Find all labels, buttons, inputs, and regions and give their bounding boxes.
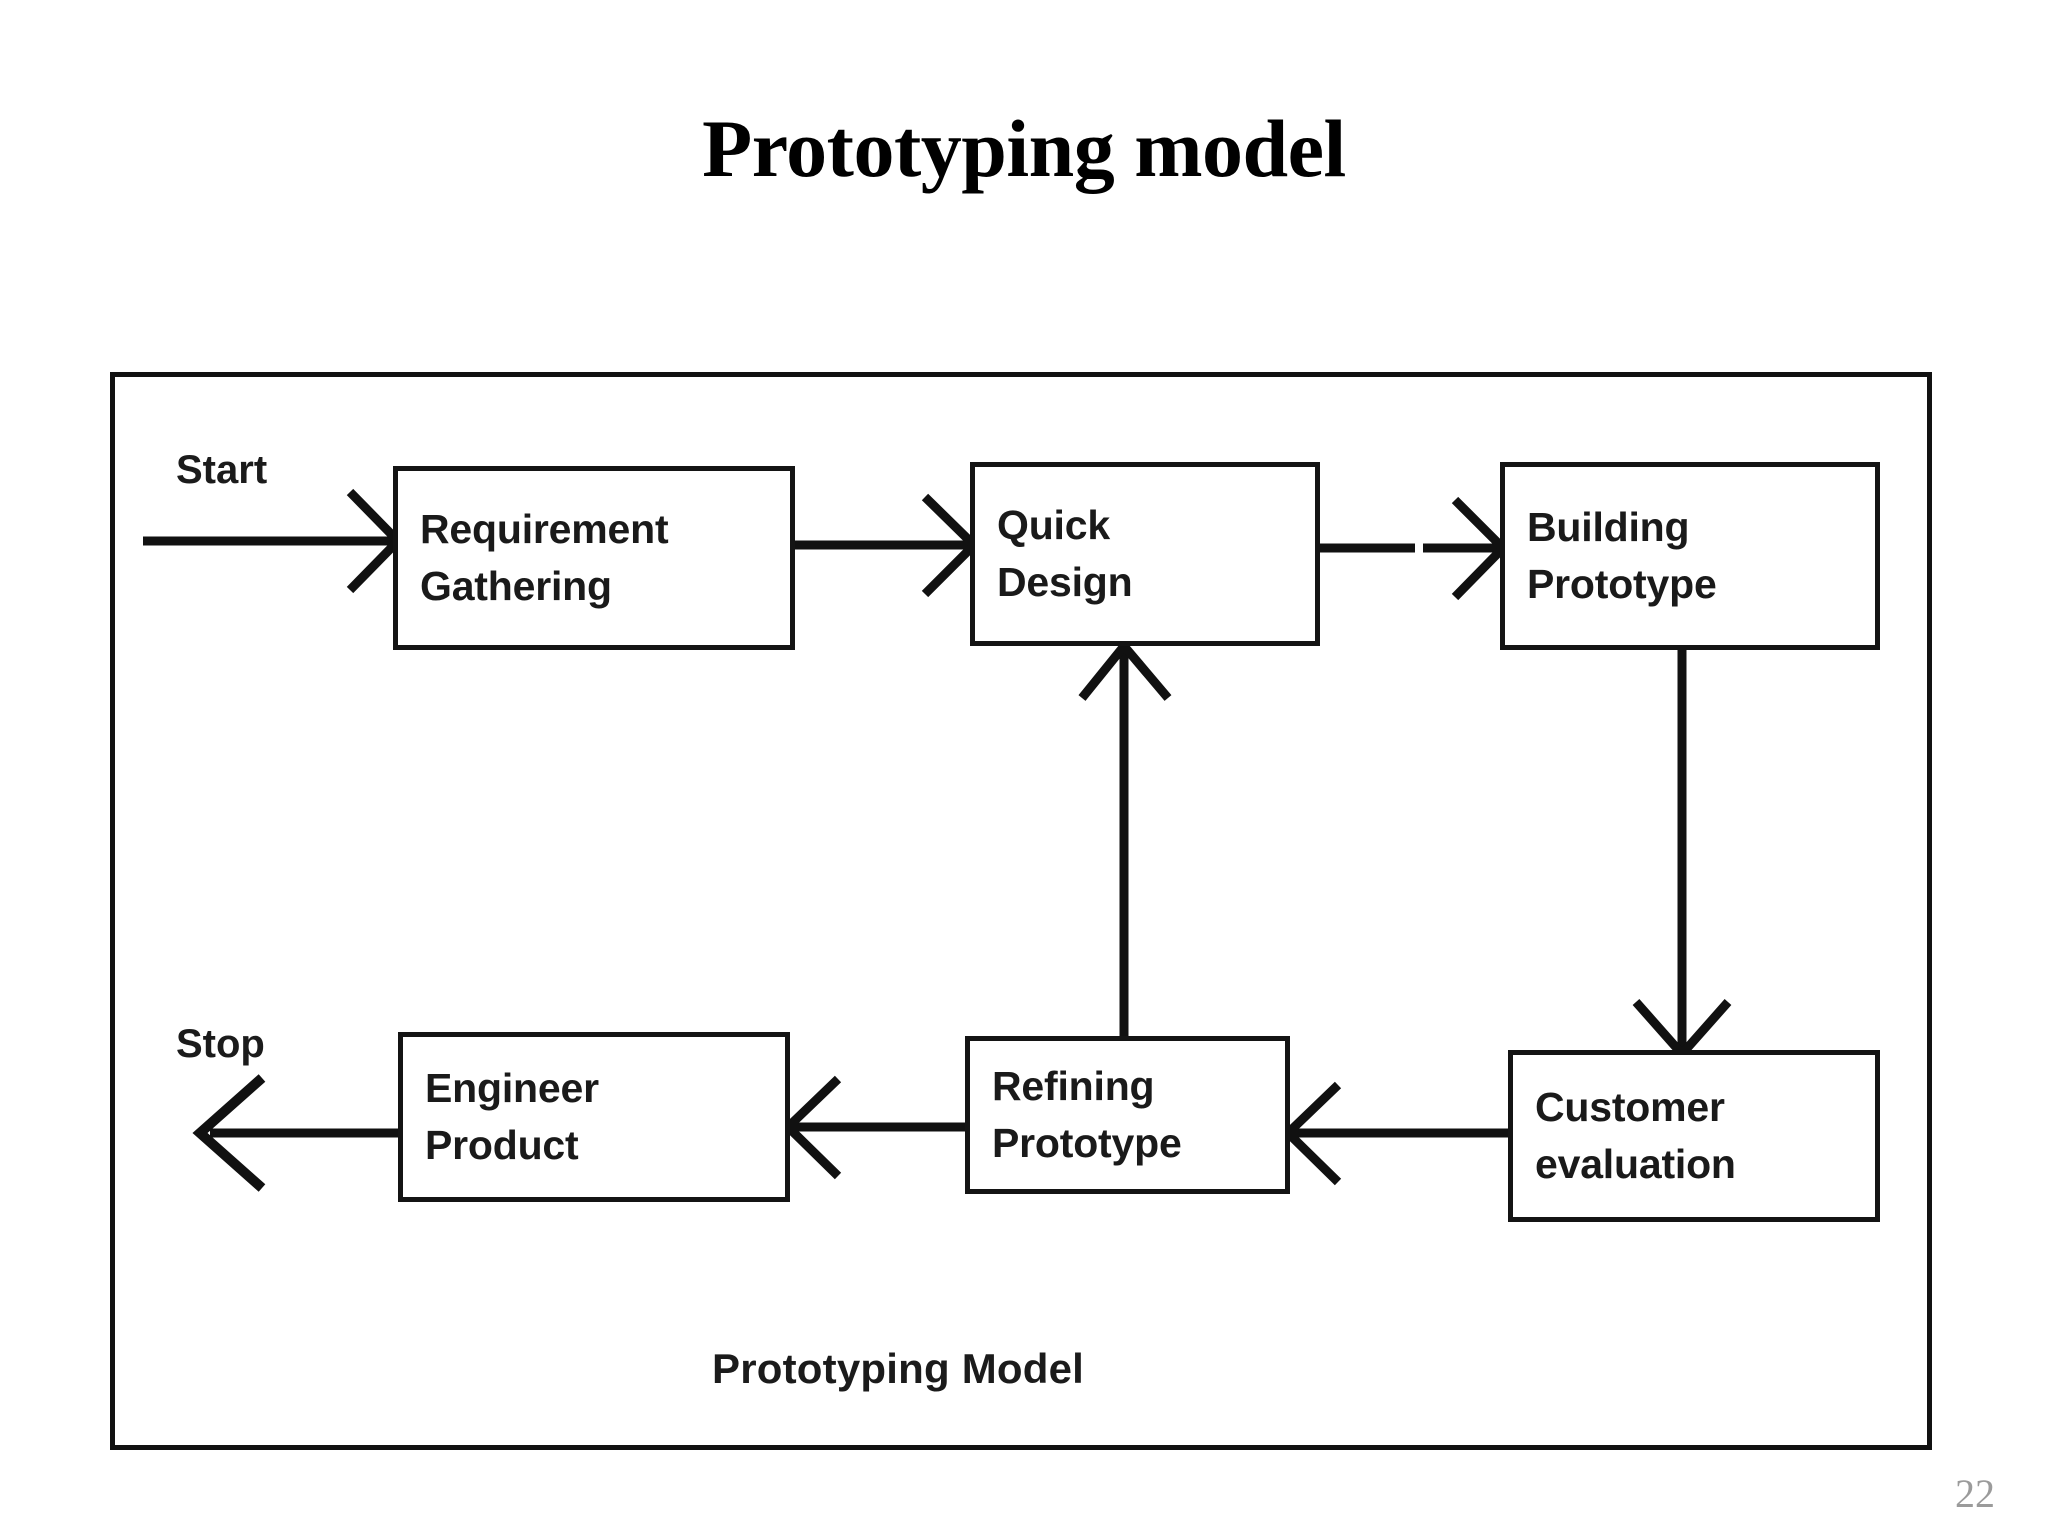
process-box-engineer-product[interactable]: Engineer Product [398, 1032, 790, 1202]
box-line-2: Design [997, 559, 1133, 605]
page-number: 22 [1955, 1471, 1995, 1516]
box-line-2: Prototype [992, 1120, 1182, 1166]
process-box-refining-prototype[interactable]: Refining Prototype [965, 1036, 1290, 1194]
box-line-1: Refining [992, 1063, 1155, 1110]
box-line-1: Quick [997, 502, 1110, 549]
page-title: Prototyping model [702, 103, 1346, 194]
process-box-quick-design[interactable]: Quick Design [970, 462, 1320, 646]
box-line-1: Requirement [420, 506, 669, 553]
process-box-customer-evaluation[interactable]: Customer evaluation [1508, 1050, 1880, 1222]
box-line-1: Customer [1535, 1084, 1725, 1131]
box-line-2: Prototype [1527, 561, 1717, 607]
diagram-caption: Prototyping Model [712, 1345, 1085, 1392]
start-label: Start [176, 448, 268, 492]
box-line-2: evaluation [1535, 1141, 1736, 1187]
box-line-1: Building [1527, 504, 1690, 551]
box-line-1: Engineer [425, 1065, 599, 1112]
stop-label: Stop [176, 1022, 265, 1066]
process-box-building-prototype[interactable]: Building Prototype [1500, 462, 1880, 650]
process-box-requirement-gathering[interactable]: Requirement Gathering [393, 466, 795, 650]
box-line-2: Gathering [420, 563, 612, 609]
box-line-2: Product [425, 1122, 579, 1168]
